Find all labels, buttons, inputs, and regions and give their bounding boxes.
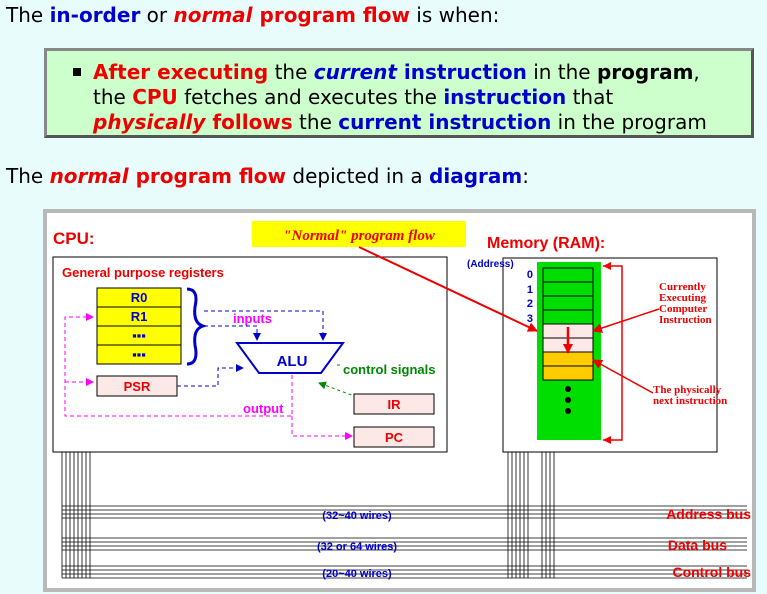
ir-register — [353, 393, 435, 415]
program-flow-term: program flow — [252, 3, 410, 27]
normal-flow-arrow — [358, 246, 538, 332]
svg-text:Currently: Currently — [659, 281, 706, 293]
address-0: 0 — [527, 269, 533, 281]
register-more: ▪▪▪ — [132, 347, 146, 362]
system-buses — [61, 452, 747, 579]
control-bus-wires: (20~40 wires) — [322, 568, 392, 580]
normal-term: normal — [49, 164, 129, 188]
alu-label: ALU — [277, 353, 308, 370]
ir-label: IR — [388, 397, 402, 412]
current-instruction-label: Currently Executing Computer Instruction — [659, 281, 712, 326]
intro-text: The — [6, 3, 50, 27]
address-3: 3 — [527, 313, 533, 325]
svg-text:Executing: Executing — [659, 292, 707, 304]
next-instruction-label: The physically next instruction — [653, 384, 727, 407]
svg-text:next instruction: next instruction — [653, 395, 727, 407]
address-bus-label: Address bus — [666, 506, 751, 522]
svg-text:Instruction: Instruction — [659, 314, 712, 326]
normal-flow-label-box — [252, 221, 466, 247]
alu-shape — [235, 342, 345, 374]
definition-line-2: the CPU fetches and executes the instruc… — [93, 85, 614, 109]
control-bus-label: Control bus — [672, 564, 751, 580]
normal-flow-label: "Normal" program flow — [283, 228, 436, 244]
diagram-intro-sentence: The normal program flow depicted in a di… — [6, 164, 529, 188]
address-2: 2 — [527, 298, 533, 310]
register-r0: R0 — [131, 290, 148, 305]
diagram-term: diagram — [429, 164, 523, 188]
in-order-term: in-order — [49, 3, 141, 27]
program-flow-diagram: CPU: "Normal" program flow General purpo… — [43, 209, 756, 592]
svg-text:The physically: The physically — [653, 384, 722, 396]
address-label: (Address) — [467, 259, 514, 270]
register-more: ▪▪▪ — [132, 328, 146, 343]
bullet-square-icon — [73, 68, 81, 76]
pc-register — [353, 426, 435, 448]
control-signals-label: control signals — [343, 362, 435, 377]
pc-label: PC — [385, 430, 404, 445]
intro-text: is when: — [409, 3, 500, 27]
data-bus-label: Data bus — [668, 537, 727, 553]
intro-text: or — [140, 3, 174, 27]
register-brace-icon — [186, 287, 209, 366]
register-r1: R1 — [131, 309, 148, 324]
data-bus-wires: (32 or 64 wires) — [317, 541, 397, 553]
definition-line-3: physically follows the current instructi… — [93, 110, 707, 134]
svg-text:Computer: Computer — [659, 303, 707, 315]
cpu-label: CPU: — [53, 229, 95, 248]
memory-label: Memory (RAM): — [487, 235, 605, 252]
register-file: R0 R1 ▪▪▪ ▪▪▪ — [96, 287, 182, 365]
address-bus-wires: (32~40 wires) — [322, 510, 392, 522]
gpr-label: General purpose registers — [62, 265, 224, 280]
address-1: 1 — [527, 284, 533, 296]
psr-label: PSR — [124, 379, 151, 394]
definition-line-1: After executing the current instruction … — [93, 60, 700, 84]
intro-sentence: The in-order or normal program flow is w… — [6, 3, 499, 27]
inputs-label: inputs — [233, 311, 272, 326]
output-label: output — [243, 401, 284, 416]
definition-box: After executing the current instruction … — [44, 48, 754, 138]
normal-term: normal — [173, 3, 253, 27]
